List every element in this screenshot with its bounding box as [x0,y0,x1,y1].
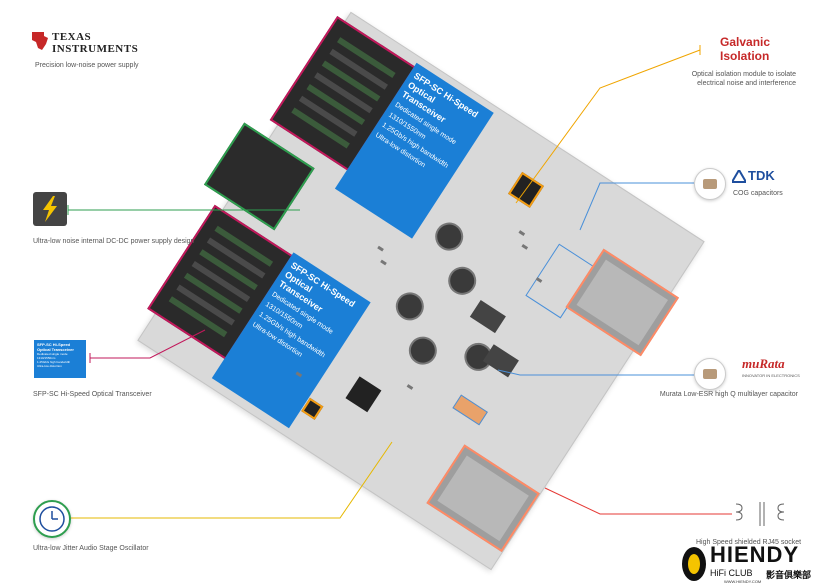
smd-part [521,244,529,250]
lightning-icon [43,196,57,222]
galvanic-caption-line2: electrical noise and interference [697,80,796,87]
hiendy-hifi: HiFi CLUB [710,568,753,578]
sfp-icon-line3: 1.25Gb/s high bandwidth [37,360,71,364]
electrolytic-cap [390,287,430,326]
smd-part [380,259,387,266]
regulator-chip [469,299,506,334]
clock-icon [33,500,71,538]
tdk-text: TDK [748,168,775,183]
oscillator-caption: Ultra-low Jitter Audio Stage Oscillator [33,545,149,552]
pcb-board: SFP-SC Hi-Speed Optical Transceiver Dedi… [137,11,705,571]
dcdc-caption: Ultra-low noise internal DC-DC power sup… [33,238,195,245]
smd-part [518,230,526,236]
ti-logo: TEXAS INSTRUMENTS [30,30,140,56]
murata-logo: muRata [742,356,785,371]
sfp-icon-line2: 1310/1550nm [37,356,56,360]
board-illustration: SFP-SC Hi-Speed Optical Transceiver Dedi… [137,11,710,580]
hiendy-url: WWW.HIENDY.COM [724,579,762,584]
tdk-caption: COG capacitors [733,190,783,197]
electrolytic-cap [442,261,482,301]
galvanic-title-line1: Galvanic [720,35,771,49]
sfp-caption: SFP-SC Hi-Speed Optical Transceiver [33,391,152,398]
ti-state-icon [32,32,48,50]
smd-part [377,245,384,252]
electrolytic-cap [429,217,469,256]
murata-caption: Murata Low-ESR high Q multilayer capacit… [659,391,798,398]
ti-caption: Precision low-noise power supply [35,62,139,69]
clock-face-icon [39,506,65,532]
rj45-socket-bottom [426,444,540,553]
ti-logo-line2: INSTRUMENTS [52,43,139,55]
hiendy-title: HIENDY [710,542,800,567]
processor-chip [345,376,382,413]
sfp-icon-title1: SFP-SC Hi-Speed [37,342,71,347]
sfp-icon-line4: Ultra-low distortion [37,364,62,368]
isolation-chip [508,171,544,208]
transformer-schematic-icon [735,502,785,526]
hiendy-mark-icon [682,547,706,581]
transformer-icon [732,498,792,530]
rj45-caption: High Speed shielded RJ45 socket [696,539,802,546]
galvanic-title-line2: Isolation [720,49,770,63]
electrolytic-cap [403,331,443,370]
dcdc-icon [33,192,67,226]
murata-capacitor-array [452,394,488,426]
hiendy-cjk: 影音俱樂部 [766,570,812,580]
ti-logo-line1: TEXAS [52,31,92,43]
sfp-icon-line1: Dedicated single mode [37,352,68,356]
tdk-capacitor-icon [694,168,726,200]
galvanic-caption-line1: Optical isolation module to isolate [691,71,796,78]
tdk-mark-icon [732,170,746,183]
sfp-icon: SFP-SC Hi-Speed Optical Transceiver Dedi… [34,340,86,378]
murata-sub: INNOVATOR IN ELECTRONICS [742,373,800,378]
smd-part [406,384,414,390]
sfp-icon-title2: Optical Transceiver [37,347,74,352]
hiendy-logo: HIENDY HiFi CLUB 影音俱樂部 WWW.HIENDY.COM [680,542,828,586]
murata-capacitor-icon [694,358,726,390]
